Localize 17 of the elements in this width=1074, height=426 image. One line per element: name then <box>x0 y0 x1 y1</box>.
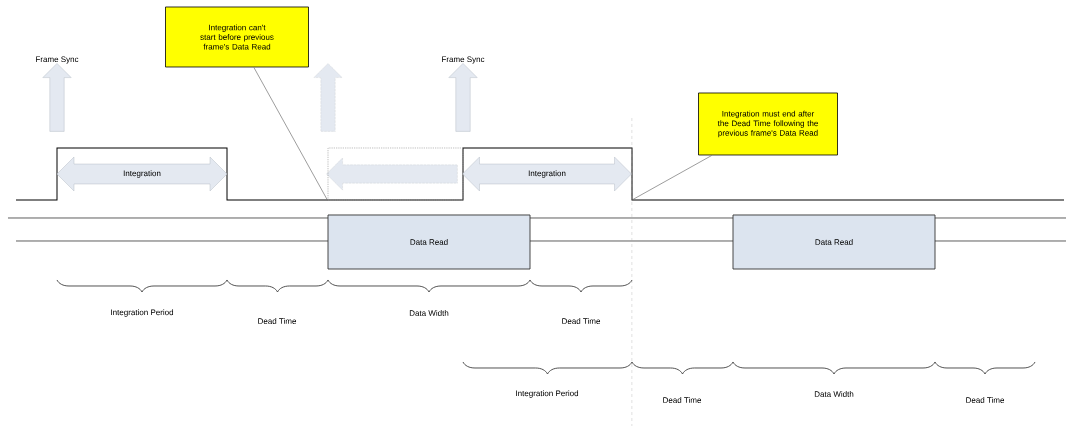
data-read-box: Data Read <box>327 214 531 270</box>
interval-label: Integration Period <box>111 309 174 317</box>
interval-label: Dead Time <box>966 397 1005 403</box>
ghost-pulse-drawing <box>313 63 464 201</box>
frame-sync-label: Frame Sync <box>442 56 485 64</box>
frame-sync-label: Frame Sync <box>36 56 79 64</box>
interval-label: Dead Time <box>258 318 297 324</box>
interval-label: Dead Time <box>562 318 601 324</box>
leader-line <box>253 67 328 201</box>
interval-label: Data Width <box>409 310 449 316</box>
interval-label: Data Width <box>814 391 854 397</box>
callout-box: Integration can't start before previous frame's Data Read <box>165 6 309 68</box>
data-read-box: Data Read <box>732 214 936 270</box>
interval-label: Integration Period <box>516 390 579 398</box>
leader-line <box>631 155 713 201</box>
callout-box: Integration must end after the Dead Time following the previous frame's Data Read <box>698 92 838 156</box>
interval-label: Dead Time <box>663 397 702 403</box>
